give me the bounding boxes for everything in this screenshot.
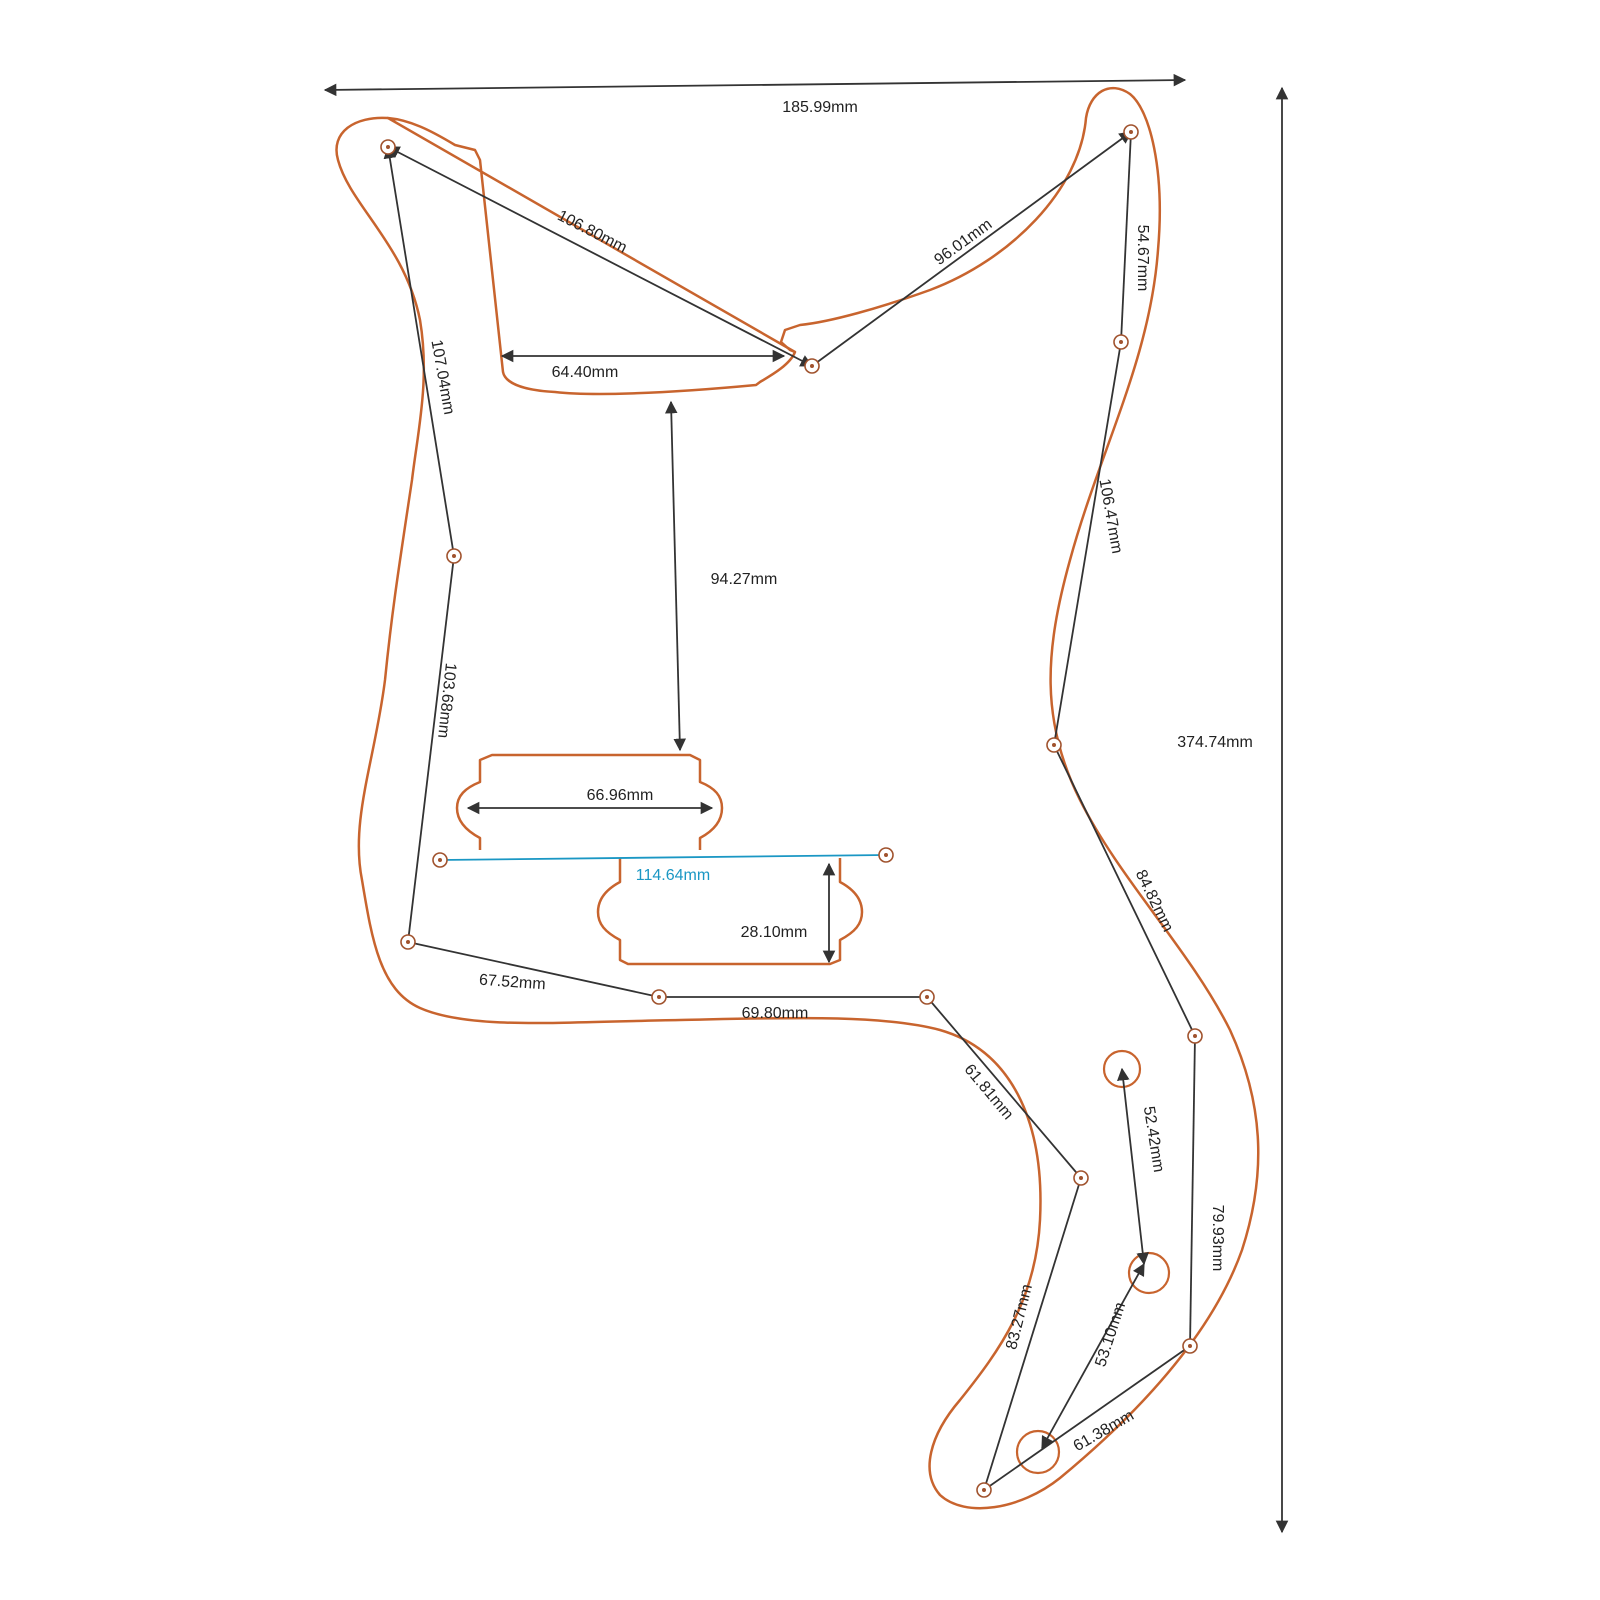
screw-hole xyxy=(976,1482,992,1498)
screw-hole xyxy=(446,548,462,564)
dim-line-knob-spacing-upper xyxy=(1117,1067,1149,1266)
screw-hole xyxy=(1123,124,1139,140)
label-bottom-left: 67.52mm xyxy=(478,972,546,994)
screw-hole xyxy=(804,358,820,374)
dim-line-right-middle xyxy=(1053,744,1196,1037)
neck-pocket-cutout xyxy=(386,116,797,396)
label-left-lower: 103.68mm xyxy=(434,662,459,739)
screw-hole xyxy=(1113,334,1129,350)
label-pickup-width: 66.96mm xyxy=(587,787,654,804)
label-knob-spacing-lower: 53.10mm xyxy=(1092,1300,1129,1369)
dim-line-pickup-span xyxy=(439,854,887,861)
dim-line-right-top xyxy=(1120,131,1132,343)
pickup-cutout-lower xyxy=(596,858,864,966)
dim-line-horn-inner xyxy=(926,996,1082,1179)
screw-hole xyxy=(651,989,667,1005)
label-pickup-height: 28.10mm xyxy=(741,924,808,941)
label-right-middle: 84.82mm xyxy=(1132,867,1177,934)
dim-line-overall-width xyxy=(323,73,1187,97)
label-cutout-to-pickup: 94.27mm xyxy=(711,571,778,588)
pickup-cutout-upper xyxy=(455,753,724,850)
knob-hole-middle xyxy=(1127,1251,1171,1295)
screw-hole xyxy=(432,852,448,868)
label-left-upper: 107.04mm xyxy=(427,339,457,416)
dim-line-bottom-tip xyxy=(983,1345,1191,1491)
label-knob-spacing-upper: 52.42mm xyxy=(1140,1105,1167,1174)
label-right-lower: 79.93mm xyxy=(1209,1205,1226,1272)
dim-line-right-lower xyxy=(1189,1035,1196,1347)
screw-hole xyxy=(919,989,935,1005)
screw-hole xyxy=(1046,737,1062,753)
dim-line-upper-left-diagonal xyxy=(386,146,814,367)
dim-line-bottom-left xyxy=(407,941,660,998)
screw-hole xyxy=(400,934,416,950)
label-right-upper: 106.47mm xyxy=(1095,478,1125,555)
dim-line-upper-right-diagonal xyxy=(811,131,1133,367)
dim-line-horn-outer xyxy=(983,1177,1082,1491)
label-bottom-tip: 61.38mm xyxy=(1071,1407,1137,1455)
knob-hole-lower xyxy=(1015,1429,1061,1475)
dim-line-left-lower xyxy=(407,555,455,943)
label-cutout-width: 64.40mm xyxy=(552,364,619,381)
dim-line-knob-spacing-lower xyxy=(1041,1262,1145,1450)
label-upper-left-diagonal: 106.80mm xyxy=(555,207,630,256)
screw-hole xyxy=(380,139,396,155)
label-overall-width: 185.99mm xyxy=(782,99,858,116)
screw-hole xyxy=(878,847,894,863)
label-overall-height: 374.74mm xyxy=(1177,734,1253,751)
label-bottom-middle: 69.80mm xyxy=(742,1005,809,1022)
screw-hole xyxy=(1187,1028,1203,1044)
dim-line-left-upper xyxy=(383,145,455,557)
screw-hole xyxy=(1073,1170,1089,1186)
dim-line-cutout-to-pickup xyxy=(664,400,687,752)
label-pickup-span: 114.64mm xyxy=(636,867,710,884)
screw-hole xyxy=(1182,1338,1198,1354)
dim-line-right-upper xyxy=(1053,341,1122,746)
pickguard-outline xyxy=(335,86,1260,1510)
label-right-top: 54.67mm xyxy=(1134,225,1151,292)
